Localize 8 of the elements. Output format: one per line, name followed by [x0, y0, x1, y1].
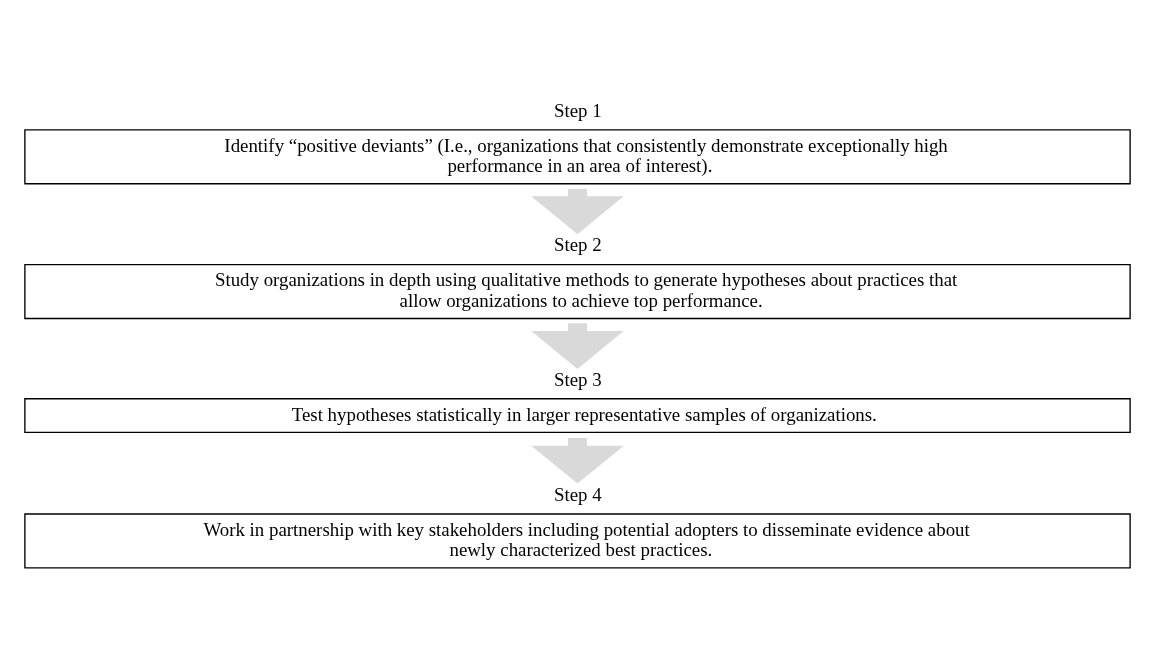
node-label: Step 2	[553, 233, 602, 255]
node-label: Step 1	[553, 99, 602, 121]
node-label: Step 3	[553, 368, 602, 390]
node-label: Step 4	[553, 483, 602, 505]
node-box: Work in partnership with key stakeholders including potential adopters to disseminate evidence about newly characterized best practices.	[24, 512, 1131, 569]
node-box: Study organizations in depth using qualitative methods to generate hypotheses about practices that allow organizations to achieve top performance.	[24, 263, 1131, 319]
node-box: Test hypotheses statistically in larger representative samples of organizations.	[24, 397, 1131, 433]
node-box: Identify “positive deviants” (I.e., organizations that consistently demonstrate exceptionally high performance in an area of interest).	[24, 128, 1131, 184]
